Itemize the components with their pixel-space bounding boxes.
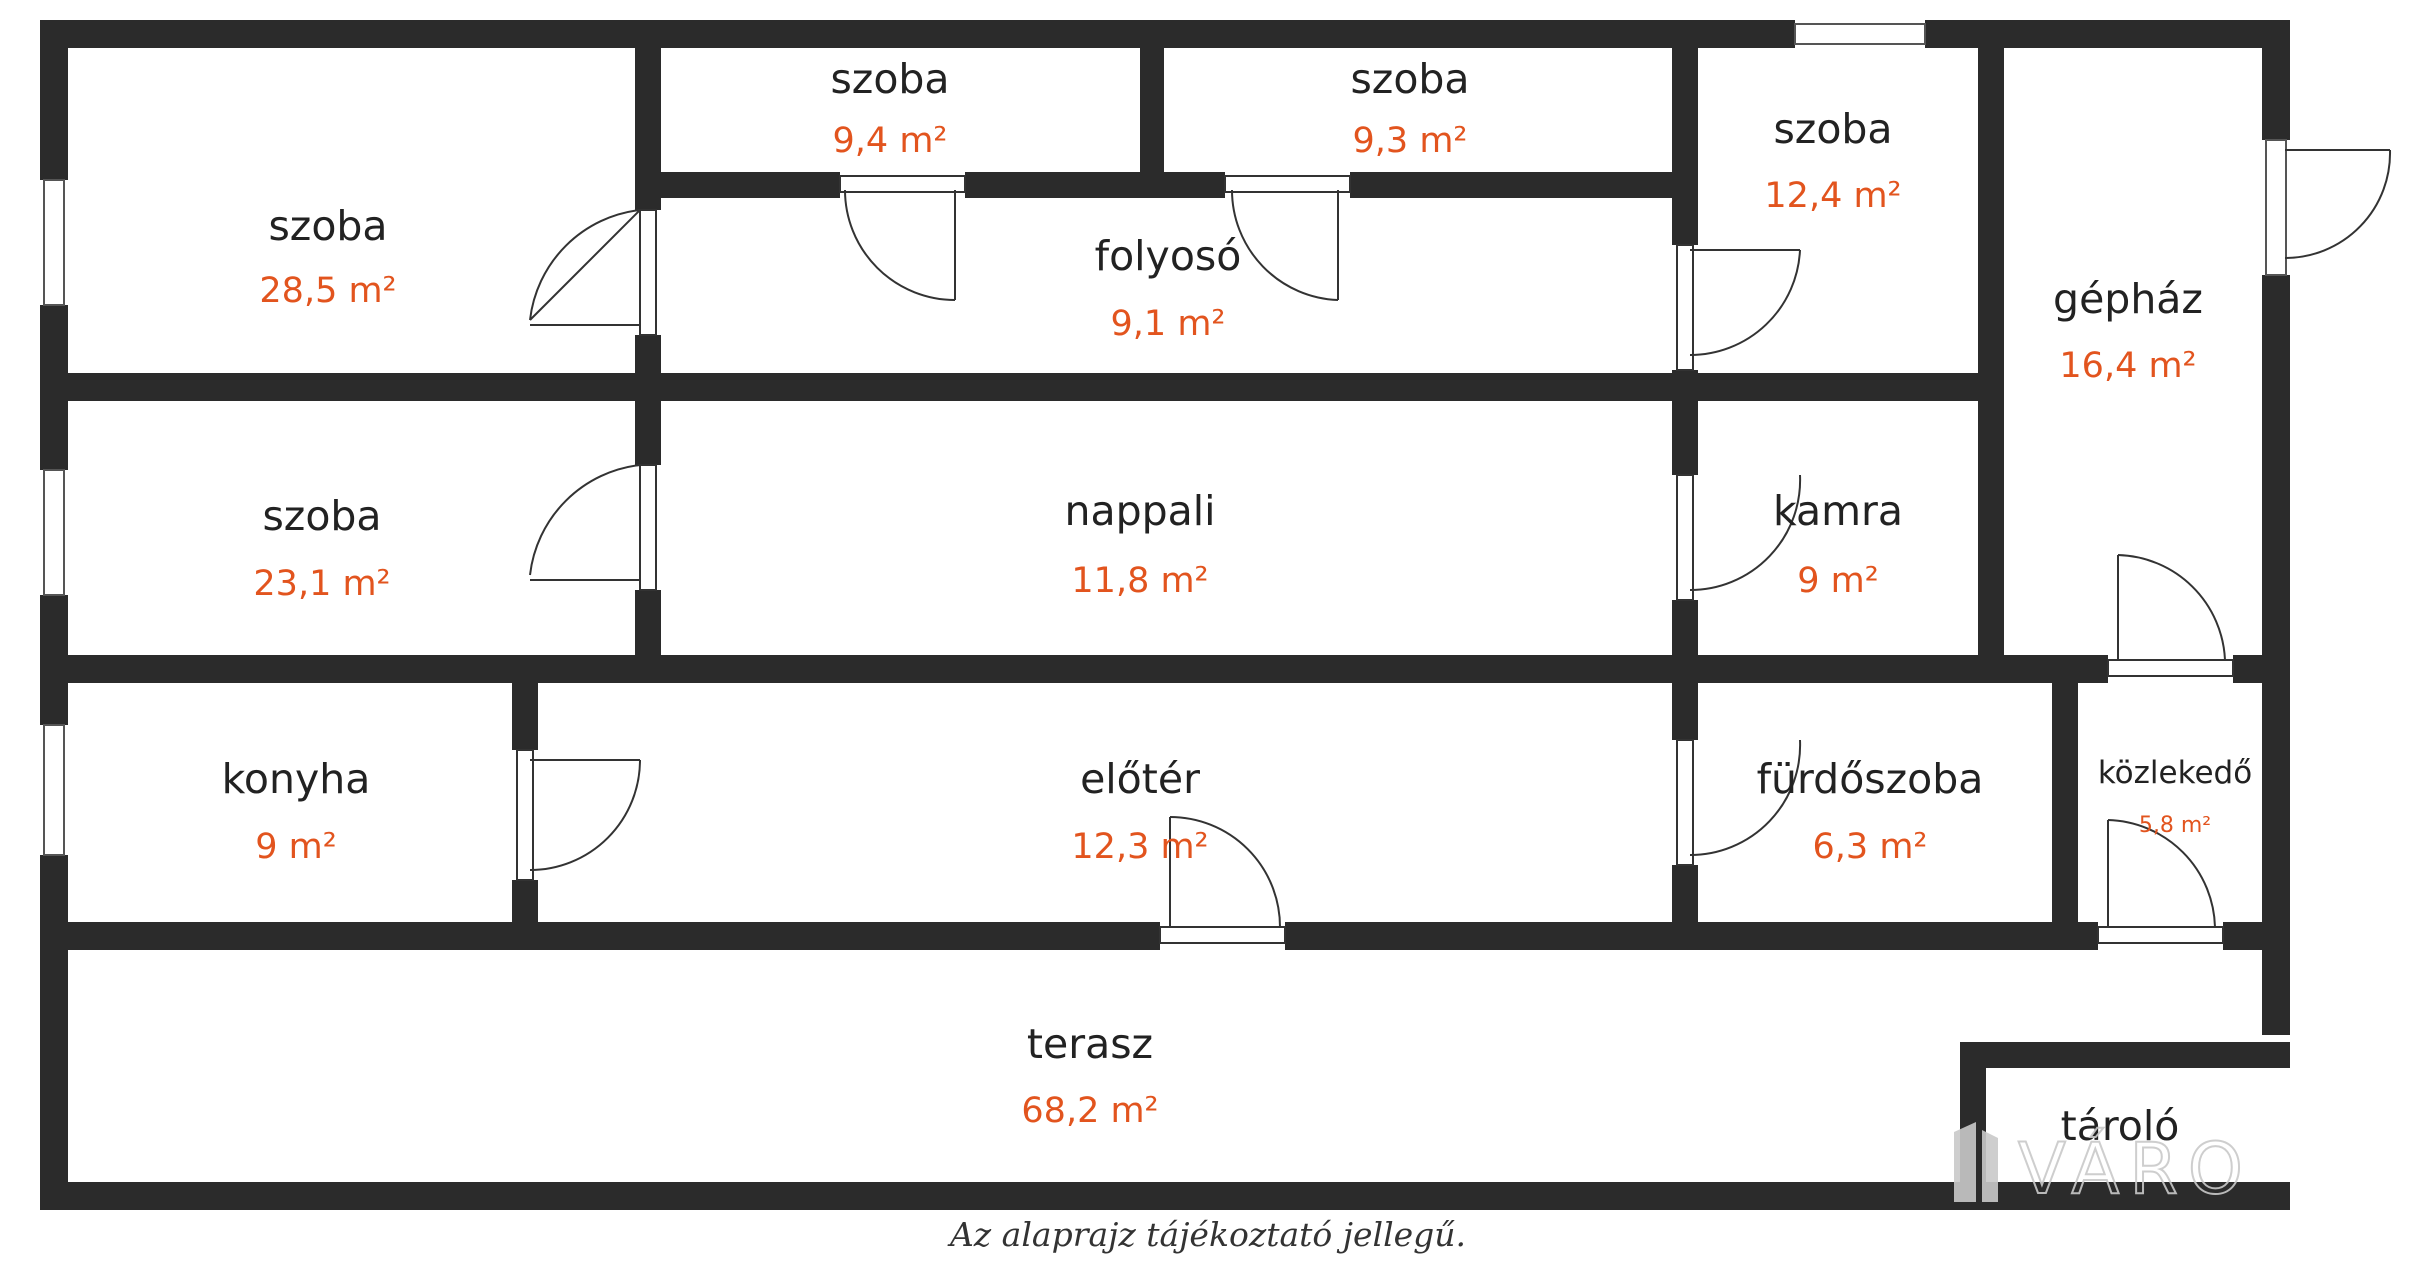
outer-wall-bottom — [40, 1182, 2290, 1210]
room-name-gephaz: gépház — [2053, 275, 2203, 323]
room-name-furdoszoba: fürdőszoba — [1757, 755, 1984, 803]
door-top1 — [839, 175, 966, 301]
wall-v-top-mid — [1140, 20, 1164, 195]
room-area-konyha: 9 m² — [255, 827, 337, 867]
door-gephaz — [2107, 554, 2234, 677]
door-kozlekedo — [2097, 819, 2224, 944]
doors — [516, 149, 2392, 944]
room-area-folyoso: 9,1 m² — [1111, 304, 1226, 344]
door-eloter — [1159, 816, 1286, 944]
outer-wall-top — [40, 20, 2290, 48]
openings — [40, 20, 2290, 950]
door-szoba-w — [529, 464, 657, 591]
room-area-terasz: 68,2 m² — [1021, 1091, 1158, 1131]
room-area-furdoszoba: 6,3 m² — [1813, 827, 1928, 867]
wall-v-kozlekedo — [2052, 655, 2078, 945]
room-area-kozlekedo: 5,8 m² — [2139, 813, 2211, 838]
wall-h-row1 — [40, 373, 2000, 401]
varo-logo: VÁRO — [1954, 1122, 2253, 1206]
wall-h-row2 — [40, 655, 2290, 683]
room-name-folyoso: folyosó — [1095, 232, 1242, 280]
room-name-szoba-top2: szoba — [1350, 55, 1469, 103]
room-name-szoba-top1: szoba — [830, 55, 949, 103]
room-area-nappali: 11,8 m² — [1071, 561, 1208, 601]
room-labels: szoba 28,5 m² szoba 9,4 m² szoba 9,3 m² … — [222, 55, 2253, 1150]
room-area-gephaz: 16,4 m² — [2059, 346, 2196, 386]
room-area-szoba-top1: 9,4 m² — [833, 121, 948, 161]
room-name-szoba-w: szoba — [262, 492, 381, 540]
room-area-szoba-top2: 9,3 m² — [1353, 121, 1468, 161]
room-name-szoba-ne: szoba — [1773, 105, 1892, 153]
door-szoba-ne — [1676, 244, 1801, 371]
varo-logo-text: VÁRO — [2018, 1128, 2253, 1206]
room-name-nappali: nappali — [1064, 487, 1215, 535]
walls — [40, 20, 2290, 1210]
room-name-terasz: terasz — [1027, 1020, 1153, 1068]
plan-caption: Az alaprajz tájékoztató jellegű. — [949, 1215, 1467, 1254]
room-area-szoba-ne: 12,4 m² — [1764, 176, 1901, 216]
room-name-kozlekedo: közlekedő — [2098, 755, 2252, 791]
door-kamra — [1676, 474, 1802, 601]
room-area-szoba-w: 23,1 m² — [253, 564, 390, 604]
window-frames — [43, 23, 2287, 856]
room-name-eloter: előtér — [1080, 755, 1200, 803]
room-area-kamra: 9 m² — [1797, 561, 1879, 601]
door-furdoszoba — [1676, 739, 1802, 866]
room-area-szoba-nw: 28,5 m² — [259, 271, 396, 311]
door-konyha — [516, 749, 641, 881]
room-name-kamra: kamra — [1773, 487, 1903, 535]
room-name-konyha: konyha — [222, 755, 371, 803]
room-name-tarolo: tároló — [2061, 1102, 2180, 1150]
room-name-szoba-nw: szoba — [268, 202, 387, 250]
tarolo-wall-top — [1960, 1042, 2290, 1068]
door-gephaz-exterior — [2284, 149, 2392, 259]
room-area-eloter: 12,3 m² — [1071, 827, 1208, 867]
door-top2 — [1224, 175, 1351, 301]
door-szoba-nw — [529, 209, 657, 336]
wall-v-gephaz — [1978, 20, 2004, 668]
